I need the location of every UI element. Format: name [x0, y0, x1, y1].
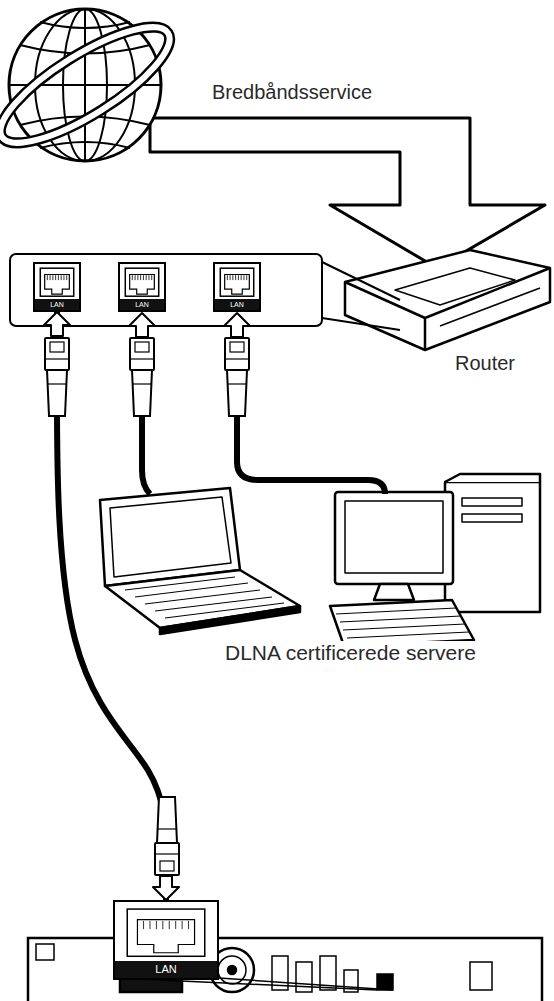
laptop-icon: [100, 488, 300, 634]
player-rear-panel: [28, 938, 542, 1001]
broadband-arrow: [150, 118, 545, 268]
rj45-plug: [155, 797, 179, 875]
network-cable: [57, 312, 166, 900]
rj45-plug: [45, 338, 69, 416]
lan-port: LAN: [33, 262, 81, 312]
port-label-strip: LAN: [35, 299, 79, 310]
port-socket-icon: [120, 264, 164, 299]
rj45-plug: [225, 338, 249, 416]
desktop-pc-icon: [330, 474, 540, 646]
device-label: DLNA certificerede servere: [223, 641, 478, 665]
plug-arrow: [129, 313, 155, 337]
lan-port: LAN: [118, 262, 166, 312]
lan-port: LAN: [213, 262, 261, 312]
plug-arrow: [224, 313, 250, 337]
port-label: LAN: [50, 301, 64, 308]
port-label-strip: LAN: [115, 961, 217, 978]
port-label-strip: LAN: [215, 299, 259, 310]
device-label: Router: [453, 352, 517, 375]
port-label: LAN: [155, 964, 176, 975]
router-icon: [345, 250, 550, 350]
network-cable: [142, 414, 385, 494]
port-label: LAN: [135, 301, 149, 308]
globe-icon: [0, 8, 184, 163]
port-socket-icon: [115, 902, 217, 961]
port-label-strip: LAN: [120, 299, 164, 310]
lan-port: LAN: [113, 900, 219, 980]
rj45-plug: [130, 338, 154, 416]
port-socket-icon: [215, 264, 259, 299]
port-socket-icon: [35, 264, 79, 299]
port-label: LAN: [230, 301, 244, 308]
port-panel: [10, 254, 400, 330]
device-label: Bredbåndsservice: [210, 81, 374, 104]
